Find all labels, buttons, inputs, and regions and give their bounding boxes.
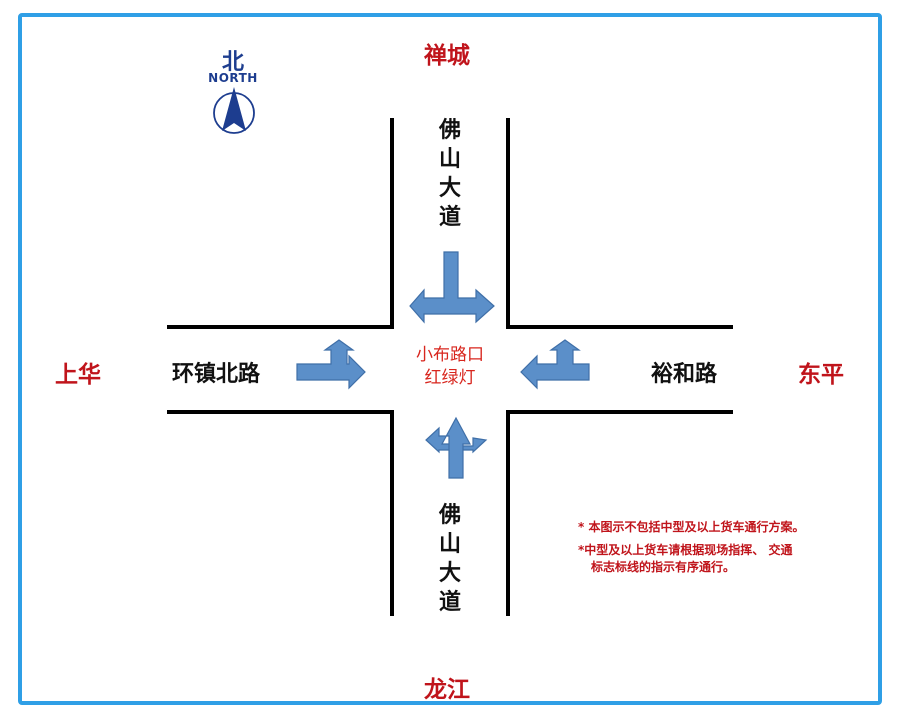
destination-south: 龙江 (424, 677, 470, 703)
east-approach-arrow (520, 339, 590, 390)
north-approach-turn-arrow (409, 251, 495, 324)
west-approach-arrow (296, 339, 366, 390)
intersection-label-line1: 小布路口 (416, 345, 484, 365)
note-line-3: 标志标线的指示有序通行。 (591, 560, 736, 574)
road-edge-southeast (506, 410, 733, 616)
road-name-east: 裕和路 (651, 362, 718, 387)
map-frame (18, 13, 882, 705)
road-edge-northeast (506, 118, 733, 329)
destination-west: 上华 (55, 362, 101, 388)
road-edge-northwest (167, 118, 394, 329)
note-line-1: * 本图示不包括中型及以上货车通行方案。 (578, 520, 805, 534)
destination-east: 东平 (798, 362, 844, 388)
road-edge-southwest (167, 410, 394, 616)
road-name-west: 环镇北路 (172, 362, 261, 387)
road-name-south: 佛山大道 (438, 503, 461, 615)
notes-block: * 本图示不包括中型及以上货车通行方案。 *中型及以上货车请根据现场指挥、 交通… (578, 519, 804, 576)
note-line-2: *中型及以上货车请根据现场指挥、 交通 (578, 543, 793, 557)
compass-north-label: 北 (221, 50, 244, 75)
intersection-label-line2: 红绿灯 (424, 368, 476, 388)
south-approach-arrow (425, 416, 488, 479)
road-name-north: 佛山大道 (438, 118, 461, 230)
compass-north-english-label: NORTH (208, 71, 258, 85)
intersection-label: 小布路口 红绿灯 (395, 344, 505, 390)
destination-north: 禅城 (424, 43, 470, 69)
compass-icon (213, 87, 255, 134)
